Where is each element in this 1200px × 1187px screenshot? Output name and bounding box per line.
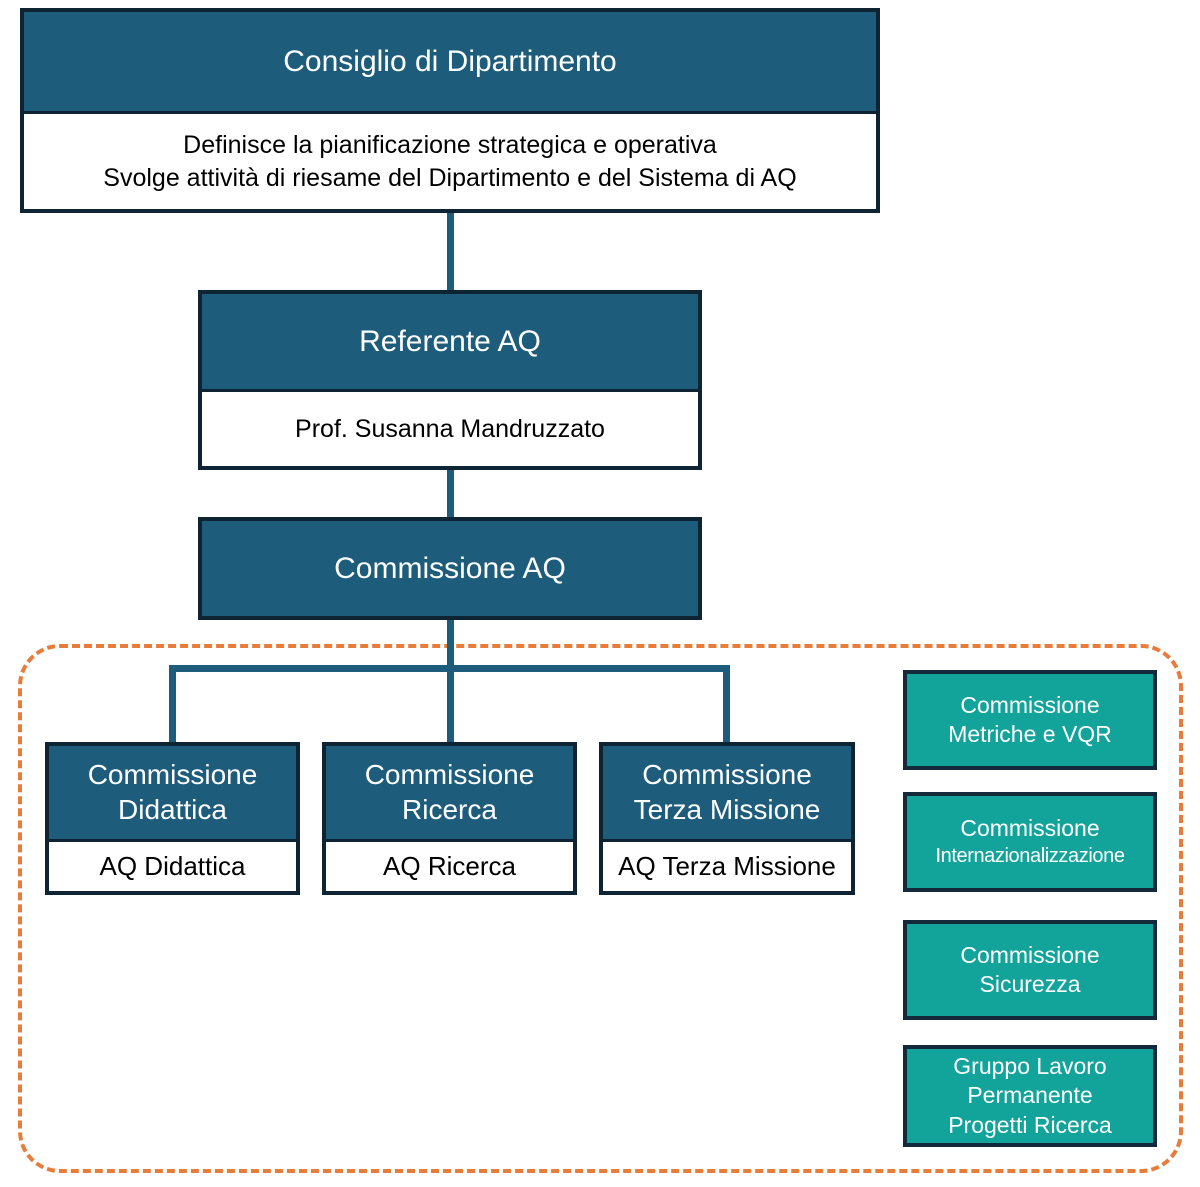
node-referente-aq: Referente AQ Prof. Susanna Mandruzzato xyxy=(198,290,702,470)
internazionalizzazione-line2: Internazionalizzazione xyxy=(935,844,1125,867)
node-consiglio-body: Definisce la pianificazione strategica e… xyxy=(24,114,876,209)
node-didattica-body: AQ Didattica xyxy=(49,842,296,891)
ricerca-aq-label: AQ Ricerca xyxy=(383,850,516,881)
node-commissione-sicurezza: Commissione Sicurezza xyxy=(903,920,1157,1020)
sicurezza-line1: Commissione xyxy=(960,941,1100,968)
ricerca-title-line2: Ricerca xyxy=(402,793,497,825)
metriche-vqr-line1: Commissione xyxy=(960,691,1100,718)
terza-missione-title-line2: Terza Missione xyxy=(633,793,821,825)
terza-missione-aq-label: AQ Terza Missione xyxy=(618,850,836,881)
gruppo-lavoro-line1: Gruppo Lavoro xyxy=(953,1052,1107,1079)
metriche-vqr-line2: Metriche e VQR xyxy=(948,721,1112,747)
node-referente-header: Referente AQ xyxy=(202,294,698,392)
connector-consiglio-referente xyxy=(447,213,454,291)
node-commissione-aq-header: Commissione AQ xyxy=(202,521,698,616)
node-terza-missione-body: AQ Terza Missione xyxy=(603,842,851,891)
node-commissione-metriche-vqr: Commissione Metriche e VQR xyxy=(903,670,1157,770)
consiglio-title: Consiglio di Dipartimento xyxy=(283,44,617,78)
node-ricerca-header: Commissione Ricerca xyxy=(326,746,573,842)
quality-group-dashed-border xyxy=(18,644,1183,1173)
gruppo-lavoro-line2: Permanente xyxy=(967,1082,1093,1109)
didattica-aq-label: AQ Didattica xyxy=(99,850,246,881)
terza-missione-title-line1: Commissione xyxy=(642,759,812,791)
connector-referente-commissione xyxy=(447,468,454,518)
node-commissione-aq: Commissione AQ xyxy=(198,517,702,620)
ricerca-title-line1: Commissione xyxy=(364,759,535,791)
internazionalizzazione-line1: Commissione xyxy=(960,815,1100,842)
consiglio-description-line1: Definisce la pianificazione strategica e… xyxy=(183,130,717,159)
node-consiglio-di-dipartimento: Consiglio di Dipartimento Definisce la p… xyxy=(20,8,880,213)
node-commissione-internazionalizzazione: Commissione Internazionalizzazione xyxy=(903,792,1157,892)
connector-drop-didattica xyxy=(169,665,176,744)
sicurezza-line2: Sicurezza xyxy=(979,971,1081,997)
referente-name: Prof. Susanna Mandruzzato xyxy=(295,414,605,443)
node-ricerca-body: AQ Ricerca xyxy=(326,842,573,891)
connector-commissione-subrow xyxy=(447,618,454,744)
node-commissione-terza-missione: Commissione Terza Missione AQ Terza Miss… xyxy=(599,742,855,895)
node-commissione-ricerca: Commissione Ricerca AQ Ricerca xyxy=(322,742,577,895)
node-terza-missione-header: Commissione Terza Missione xyxy=(603,746,851,842)
referente-title: Referente AQ xyxy=(359,324,541,358)
consiglio-description-line2: Svolge attività di riesame del Dipartime… xyxy=(103,163,797,192)
node-referente-body: Prof. Susanna Mandruzzato xyxy=(202,392,698,466)
node-consiglio-header: Consiglio di Dipartimento xyxy=(24,12,876,114)
didattica-title-line2: Didattica xyxy=(118,793,227,825)
gruppo-lavoro-line3: Progetti Ricerca xyxy=(948,1111,1112,1138)
connector-drop-terza-missione xyxy=(723,665,730,744)
node-commissione-didattica: Commissione Didattica AQ Didattica xyxy=(45,742,300,895)
node-didattica-header: Commissione Didattica xyxy=(49,746,296,842)
commissione-aq-title: Commissione AQ xyxy=(334,551,566,585)
node-gruppo-lavoro-permanente: Gruppo Lavoro Permanente Progetti Ricerc… xyxy=(903,1045,1157,1147)
didattica-title-line1: Commissione xyxy=(87,759,258,791)
connector-horizontal-bar xyxy=(169,665,730,672)
